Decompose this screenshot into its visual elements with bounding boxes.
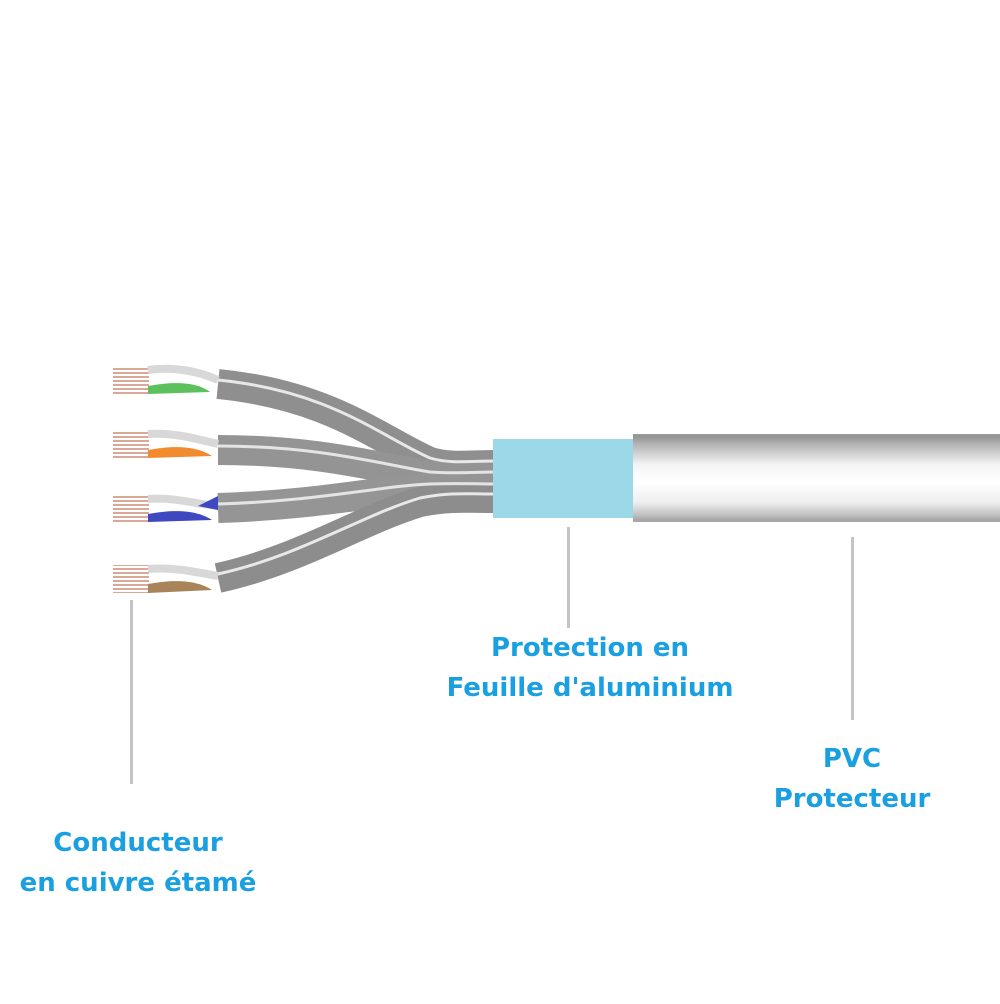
pair-brown <box>113 564 219 593</box>
pair-green <box>113 364 220 394</box>
conductor-label-line2: en cuivre étamé <box>19 868 257 898</box>
pair-orange <box>113 429 219 458</box>
conductor-label-line1: Conducteur <box>53 828 223 858</box>
pvc-label: PVC Protecteur <box>752 739 952 819</box>
pvc-jacket <box>633 434 1000 522</box>
pair-blue <box>113 494 219 523</box>
pvc-label-line1: PVC <box>822 744 882 774</box>
pvc-label-line2: Protecteur <box>773 784 931 814</box>
pvc-leader-line <box>851 537 854 720</box>
foil-leader-line <box>567 527 570 628</box>
conductor-leader-line <box>130 600 133 784</box>
twisted-pair-jackets <box>214 369 496 593</box>
foil-label-line2: Feuille d'aluminium <box>446 673 734 703</box>
foil-label-line1: Protection en <box>490 633 690 663</box>
foil-label: Protection en Feuille d'aluminium <box>430 628 750 708</box>
conductor-label: Conducteur en cuivre étamé <box>0 823 276 903</box>
foil-shield <box>493 439 633 518</box>
